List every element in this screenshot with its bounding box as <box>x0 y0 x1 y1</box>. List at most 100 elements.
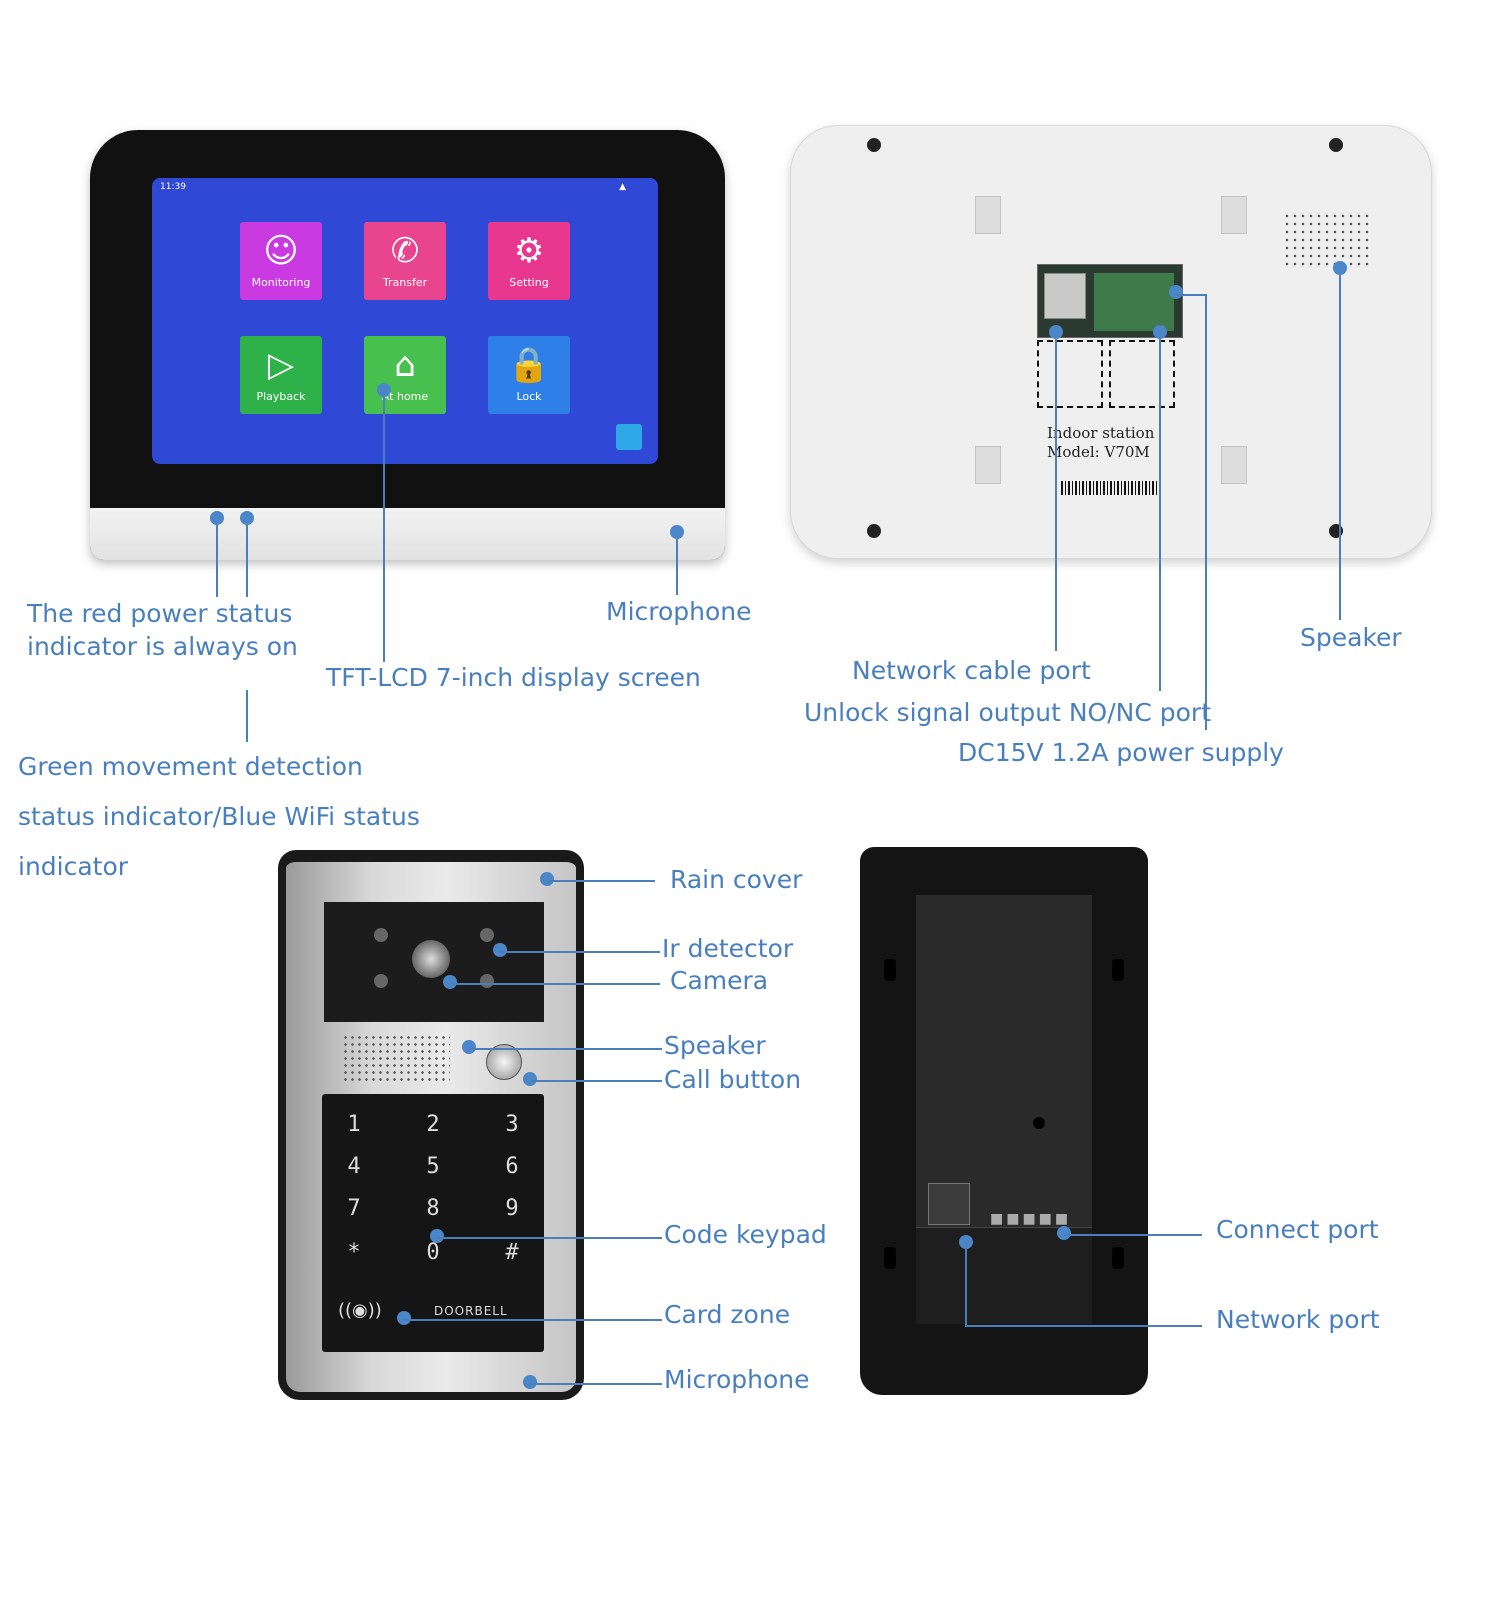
app-tile-setting[interactable]: ⚙ Setting <box>488 222 570 300</box>
callout-line-keypad <box>437 1237 662 1239</box>
callout-line-unlock <box>1159 339 1161 691</box>
knockout-right <box>1109 340 1175 408</box>
label-red-power: The red power status indicator is always… <box>27 599 298 661</box>
label-network-port: Network port <box>1216 1305 1380 1334</box>
label-rain-cover: Rain cover <box>670 865 803 894</box>
label-ir-detector: Ir detector <box>662 934 794 963</box>
callout-dot-ir <box>493 943 507 957</box>
label-back-speaker: Speaker <box>1300 623 1402 652</box>
label-network-cable-port: Network cable port <box>852 656 1091 685</box>
label-code-keypad: Code keypad <box>664 1220 827 1249</box>
network-cable-port <box>1044 273 1086 319</box>
door-unit-front: 1 2 3 4 5 6 7 8 9 * 0 # ((◉)) DOORBELL <box>278 850 584 1400</box>
callout-line-power <box>216 525 218 597</box>
play-icon: ▷ <box>267 345 295 385</box>
status-time: 11:39 <box>160 182 186 192</box>
key-7[interactable]: 7 <box>347 1196 361 1221</box>
callout-dot-back-speaker <box>1333 261 1347 275</box>
callout-line-status <box>246 525 248 597</box>
callout-dot-keypad <box>430 1229 444 1243</box>
speaker-grille <box>1283 212 1369 266</box>
callout-line-connect-port <box>1064 1234 1202 1236</box>
app-tile-playback[interactable]: ▷ Playback <box>240 336 322 414</box>
network-port <box>928 1183 970 1225</box>
app-tile-lock[interactable]: 🔒 Lock <box>488 336 570 414</box>
speaker-grille <box>342 1034 450 1084</box>
label-connect-port: Connect port <box>1216 1215 1379 1244</box>
key-0[interactable]: 0 <box>426 1240 440 1265</box>
key-9[interactable]: 9 <box>505 1196 519 1221</box>
code-keypad: 1 2 3 4 5 6 7 8 9 * 0 # ((◉)) DOORBELL <box>322 1094 544 1352</box>
callout-dot-status-led <box>240 511 254 525</box>
wifi-icon: ▲ <box>619 182 626 192</box>
screen-corner-button[interactable] <box>616 424 642 450</box>
label-door-microphone: Microphone <box>664 1365 810 1394</box>
key-hash[interactable]: # <box>505 1240 519 1265</box>
app-tile-monitoring[interactable]: ☺ Monitoring <box>240 222 322 300</box>
key-1[interactable]: 1 <box>347 1112 361 1137</box>
screw-hole <box>867 524 881 538</box>
callout-line-power-h <box>1176 294 1206 296</box>
indoor-monitor-back: Indoor station Model: V70M <box>790 125 1432 559</box>
callout-line-ir <box>500 951 660 953</box>
callout-line-call <box>530 1080 662 1082</box>
connect-port-pins: ■■■■■ <box>990 1211 1072 1227</box>
callout-dot-connect-port <box>1057 1226 1071 1240</box>
label-call-button: Call button <box>664 1065 802 1094</box>
app-tile-transfer[interactable]: ✆ Transfer <box>364 222 446 300</box>
callout-dot-network-cable <box>1049 325 1063 339</box>
key-2[interactable]: 2 <box>426 1112 440 1137</box>
mount-slot <box>975 446 1001 484</box>
ir-led <box>374 928 388 942</box>
side-slot <box>1112 1247 1124 1269</box>
key-star[interactable]: * <box>347 1240 361 1265</box>
inner-lower-panel <box>916 1227 1092 1324</box>
indoor-monitor-front: 11:39 ▲ ☺ Monitoring ✆ Transfer ⚙ Settin… <box>90 130 725 560</box>
app-tile-at-home[interactable]: ⌂ At home <box>364 336 446 414</box>
key-5[interactable]: 5 <box>426 1154 440 1179</box>
label-green-movement: Green movement detection status indicato… <box>18 752 420 881</box>
label-camera: Camera <box>670 966 769 995</box>
label-display-screen: TFT-LCD 7-inch display screen <box>326 663 701 692</box>
camera-lens <box>412 940 450 978</box>
side-slot <box>884 959 896 981</box>
label-front-microphone: Microphone <box>606 597 752 626</box>
callout-line-display <box>383 397 385 662</box>
monitor-bottom-bezel <box>90 508 725 560</box>
callout-line-back-speaker <box>1339 275 1341 620</box>
ir-led <box>374 974 388 988</box>
callout-dot-mic <box>523 1375 537 1389</box>
camera-window <box>324 902 544 1022</box>
brand-logo: DOORBELL <box>434 1304 508 1318</box>
door-unit-back: ■■■■■ <box>860 847 1148 1395</box>
callout-dot-call <box>523 1072 537 1086</box>
callout-line-network-cable <box>1055 339 1057 651</box>
screw-hole <box>1329 138 1343 152</box>
callout-line-network-port-h <box>965 1325 1202 1327</box>
side-slot <box>884 1247 896 1269</box>
label-card-zone: Card zone <box>664 1300 791 1329</box>
key-3[interactable]: 3 <box>505 1112 519 1137</box>
key-4[interactable]: 4 <box>347 1154 361 1179</box>
call-button[interactable] <box>486 1044 522 1080</box>
screw-hole <box>1329 524 1343 538</box>
label-power-supply: DC15V 1.2A power supply <box>958 738 1284 767</box>
ir-led <box>480 974 494 988</box>
mount-slot <box>975 196 1001 234</box>
callout-line-speaker <box>469 1048 662 1050</box>
knockout-left <box>1037 340 1103 408</box>
key-6[interactable]: 6 <box>505 1154 519 1179</box>
callout-line-network-port-v <box>965 1242 967 1326</box>
model-sticker: Indoor station Model: V70M <box>1047 424 1155 461</box>
callout-dot-unlock <box>1153 325 1167 339</box>
callout-line-rain-cover <box>547 880 655 882</box>
key-8[interactable]: 8 <box>426 1196 440 1221</box>
mount-hole <box>1033 1117 1045 1129</box>
mount-slot <box>1221 196 1247 234</box>
label-door-speaker: Speaker <box>664 1031 766 1060</box>
callout-line-mic <box>530 1383 662 1385</box>
person-icon: ☺ <box>263 231 299 271</box>
callout-line-status-lower <box>246 690 248 742</box>
callout-dot-camera <box>443 975 457 989</box>
callout-dot-power <box>1169 285 1183 299</box>
